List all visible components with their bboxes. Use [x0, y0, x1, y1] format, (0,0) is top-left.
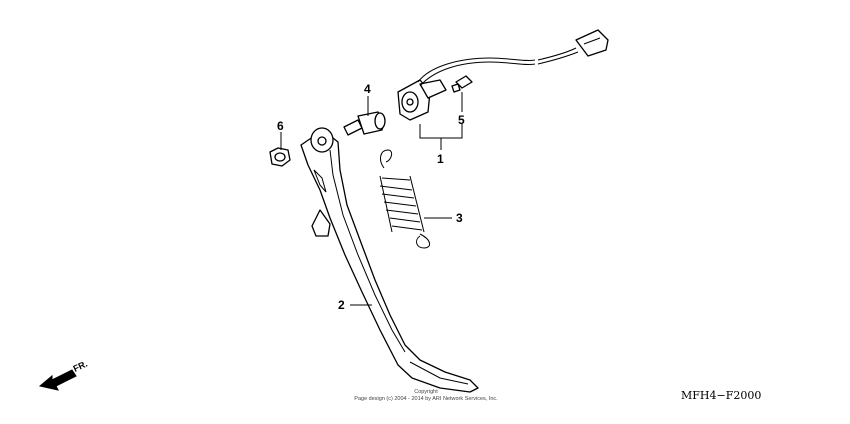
callout-5[interactable]: 5: [458, 113, 465, 127]
copyright-line1: Copyright: [414, 389, 438, 395]
front-direction-indicator: FR.: [38, 359, 89, 391]
callout-6[interactable]: 6: [277, 119, 284, 133]
pivot-bolt-part[interactable]: [343, 111, 386, 136]
front-arrow-icon: [38, 369, 77, 391]
leader-lines: [280, 92, 463, 306]
callout-2[interactable]: 2: [338, 298, 345, 312]
return-spring-part[interactable]: [379, 149, 430, 249]
callout-3[interactable]: 3: [456, 211, 463, 225]
front-label: FR.: [72, 359, 89, 374]
switch-bolt-part[interactable]: [451, 75, 473, 93]
side-stand-part[interactable]: [300, 127, 479, 393]
callout-1[interactable]: 1: [437, 152, 444, 166]
side-stand-switch-part[interactable]: [397, 29, 609, 121]
nut-part[interactable]: [269, 147, 291, 167]
copyright-line2: Page design (c) 2004 - 2014 by ARI Netwo…: [354, 396, 498, 402]
diagram-code: MFH4−F2000: [681, 389, 761, 402]
callout-4[interactable]: 4: [364, 82, 371, 96]
